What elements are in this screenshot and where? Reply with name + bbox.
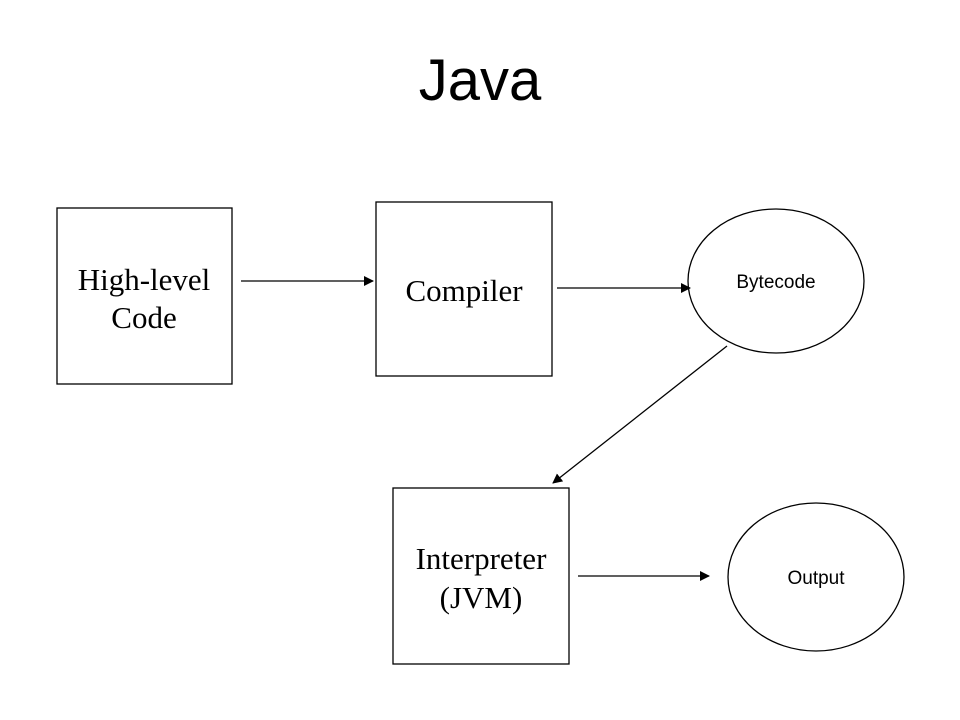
bytecode-node: Bytecode (687, 208, 865, 354)
bytecode-label: Bytecode (736, 272, 815, 293)
interpreter-label-line2: (JVM) (440, 580, 523, 615)
output-ellipse (727, 502, 905, 652)
high-level-code-box (56, 207, 233, 385)
high-level-code-label-line2: Code (111, 300, 176, 335)
arrow-bytecode-to-interpreter (552, 345, 728, 484)
interpreter-label-line1: Interpreter (416, 541, 547, 576)
output-label: Output (787, 568, 845, 589)
compiler-box (375, 201, 553, 377)
high-level-code-node: High-level Code (56, 207, 233, 385)
bytecode-ellipse (687, 208, 865, 354)
interpreter-box (392, 487, 570, 665)
compiler-node: Compiler (375, 201, 553, 377)
high-level-code-label-line1: High-level (78, 262, 211, 297)
output-node: Output (727, 502, 905, 652)
slide-title: Java (418, 48, 542, 113)
compiler-label: Compiler (405, 273, 523, 308)
interpreter-node: Interpreter (JVM) (392, 487, 570, 665)
